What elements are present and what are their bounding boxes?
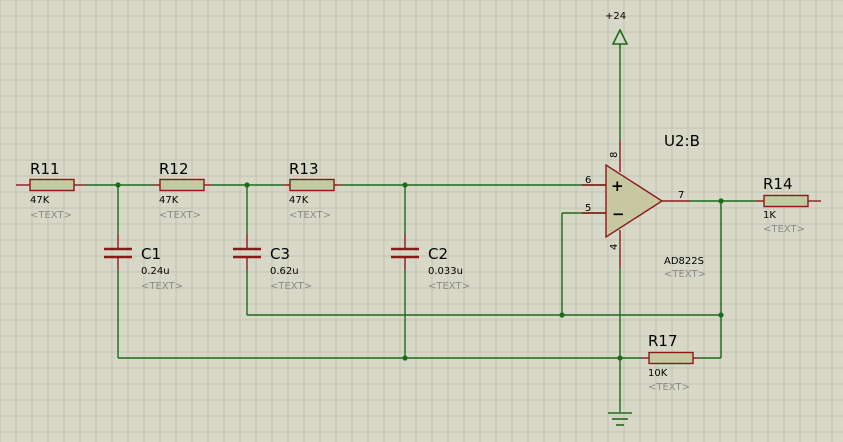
wires xyxy=(16,48,821,412)
pin-8-label: 8 xyxy=(609,152,620,158)
junction-dots xyxy=(115,182,724,361)
capacitor-c1[interactable]: C1 0.24u <TEXT> xyxy=(104,234,183,292)
c2-value-label: 0.033u xyxy=(428,266,463,277)
r13-value-label: 47K xyxy=(289,195,309,206)
pin-5-label: 5 xyxy=(585,203,591,214)
power-label: +24 xyxy=(605,11,626,22)
resistor-r13[interactable]: R13 47K <TEXT> xyxy=(283,160,341,221)
c3-placeholder-text: <TEXT> xyxy=(270,281,312,292)
r14-value-label: 1K xyxy=(763,210,776,221)
opamp-ref-label: U2:B xyxy=(664,132,700,150)
resistor-r14[interactable]: R14 1K <TEXT> xyxy=(756,175,809,235)
r11-placeholder-text: <TEXT> xyxy=(30,210,72,221)
resistor-r12[interactable]: R12 47K <TEXT> xyxy=(153,160,211,221)
power-terminal-24v[interactable]: +24 xyxy=(605,11,629,48)
r13-placeholder-text: <TEXT> xyxy=(289,210,331,221)
r14-placeholder-text: <TEXT> xyxy=(763,224,805,235)
c1-ref-label: C1 xyxy=(141,245,161,263)
c1-value-label: 0.24u xyxy=(141,266,170,277)
ground-symbol-icon[interactable] xyxy=(608,412,632,426)
c2-ref-label: C2 xyxy=(428,245,448,263)
r11-ref-label: R11 xyxy=(30,160,60,178)
capacitor-c2[interactable]: C2 0.033u <TEXT> xyxy=(391,234,470,292)
pin-4-label: 4 xyxy=(609,244,620,250)
r13-ref-label: R13 xyxy=(289,160,319,178)
opamp-plus-sign: + xyxy=(611,177,624,195)
r12-value-label: 47K xyxy=(159,195,179,206)
c3-value-label: 0.62u xyxy=(270,266,299,277)
opamp-minus-sign: − xyxy=(612,205,625,223)
r17-ref-label: R17 xyxy=(648,332,678,350)
r14-ref-label: R14 xyxy=(763,175,793,193)
c2-placeholder-text: <TEXT> xyxy=(428,281,470,292)
r17-placeholder-text: <TEXT> xyxy=(648,382,690,393)
r17-value-label: 10K xyxy=(648,368,668,379)
r12-placeholder-text: <TEXT> xyxy=(159,210,201,221)
c3-ref-label: C3 xyxy=(270,245,290,263)
r12-ref-label: R12 xyxy=(159,160,189,178)
r11-value-label: 47K xyxy=(30,195,50,206)
opamp-value-label: AD822S xyxy=(664,256,704,267)
c1-placeholder-text: <TEXT> xyxy=(141,281,183,292)
opamp-u2b[interactable]: + − 6 5 7 8 4 U2:B AD822S <TEXT> xyxy=(582,132,706,280)
pin-6-label: 6 xyxy=(585,175,591,186)
capacitor-c3[interactable]: C3 0.62u <TEXT> xyxy=(233,234,312,292)
pin-7-label: 7 xyxy=(678,190,684,201)
resistor-r11[interactable]: R11 47K <TEXT> xyxy=(24,160,86,221)
opamp-placeholder-text: <TEXT> xyxy=(664,269,706,280)
resistor-r17[interactable]: R17 10K <TEXT> xyxy=(642,332,700,393)
